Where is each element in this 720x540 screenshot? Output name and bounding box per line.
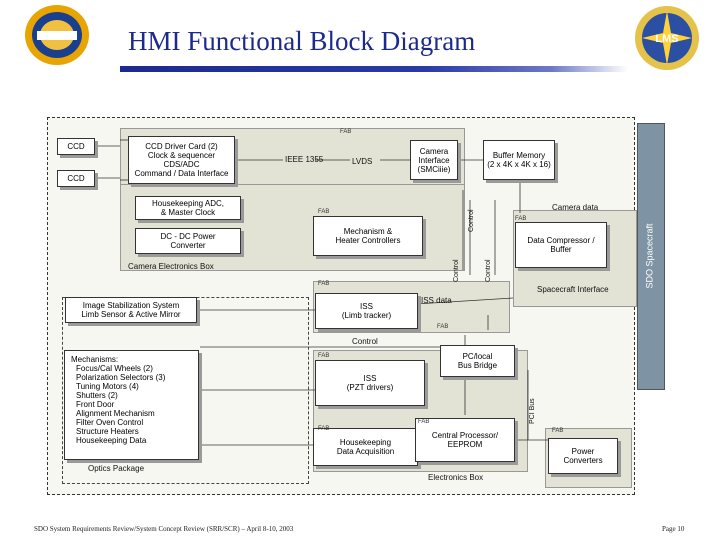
mechanisms-list: Mechanisms: Focus/Cal Wheels (2) Polariz… bbox=[64, 350, 199, 460]
page-number: Page 10 bbox=[662, 525, 685, 533]
mechanism-heater-controllers: Mechanism & Heater Controllers bbox=[313, 216, 423, 256]
fab-tag: FAB bbox=[418, 419, 430, 425]
buffer-memory: Buffer Memory (2 x 4K x 4K x 16) bbox=[483, 140, 555, 180]
pci-local-bus-bridge: PC/local Bus Bridge bbox=[440, 345, 515, 377]
ccd-driver-card: CCD Driver Card (2) Clock & sequencer CD… bbox=[128, 136, 235, 184]
fab-tag: FAB bbox=[318, 209, 330, 215]
fab-tag: FAB bbox=[318, 281, 330, 287]
fab-tag: FAB bbox=[552, 428, 564, 434]
camera-interface: Camera Interface (SMCiiie) bbox=[410, 140, 458, 180]
image-stabilization-system: Image Stabilization System Limb Sensor &… bbox=[65, 297, 197, 323]
footer-text: SDO System Requirements Review/System Co… bbox=[34, 525, 294, 533]
central-processor: Central Processor/ EEPROM bbox=[415, 418, 515, 462]
page-title: HMI Functional Block Diagram bbox=[128, 26, 476, 56]
iss-data-label: ISS data bbox=[421, 296, 452, 305]
power-converters: Power Converters bbox=[548, 438, 618, 474]
title-underline bbox=[120, 66, 628, 72]
control-label-vertical-2: Control bbox=[453, 259, 460, 282]
svg-text:LMS: LMS bbox=[655, 33, 678, 45]
dcdc-power-converter: DC - DC Power Converter bbox=[135, 228, 241, 254]
camera-data-label: Camera data bbox=[552, 203, 599, 212]
housekeeping-adc: Housekeeping ADC, & Master Clock bbox=[135, 196, 241, 220]
ccd-block-2: CCD bbox=[57, 170, 95, 187]
spacecraft-interface-label: Spacecraft Interface bbox=[537, 285, 609, 294]
camera-electronics-box-label: Camera Electronics Box bbox=[128, 262, 214, 271]
housekeeping-data-acquisition: Housekeeping Data Acquisition bbox=[313, 428, 418, 466]
optics-package-label: Optics Package bbox=[88, 464, 145, 473]
fab-tag: FAB bbox=[515, 216, 527, 222]
sdo-spacecraft-bar bbox=[637, 123, 665, 390]
pci-bus-label: PCI Bus bbox=[529, 398, 536, 424]
fab-tag: FAB bbox=[318, 353, 330, 359]
control-label-horizontal: Control bbox=[352, 337, 378, 346]
sdo-logo bbox=[12, 3, 102, 67]
fab-tag: FAB bbox=[340, 129, 352, 135]
iss-pzt-drivers: ISS (PZT drivers) bbox=[315, 360, 425, 406]
iss-limb-tracker: ISS (Limb tracker) bbox=[315, 293, 418, 329]
control-label-vertical-1: Control bbox=[468, 209, 475, 232]
ieee-1355-label: IEEE 1355 bbox=[285, 155, 324, 164]
lvds-label: LVDS bbox=[352, 157, 373, 166]
control-label-vertical-3: Control bbox=[485, 259, 492, 282]
lws-logo: LMS bbox=[632, 3, 702, 73]
fab-tag: FAB bbox=[318, 426, 330, 432]
ccd-block-1: CCD bbox=[57, 138, 95, 155]
fab-tag: FAB bbox=[437, 324, 449, 330]
electronics-box-label: Electronics Box bbox=[428, 473, 484, 482]
data-compressor-buffer: Data Compressor / Buffer bbox=[515, 222, 607, 268]
